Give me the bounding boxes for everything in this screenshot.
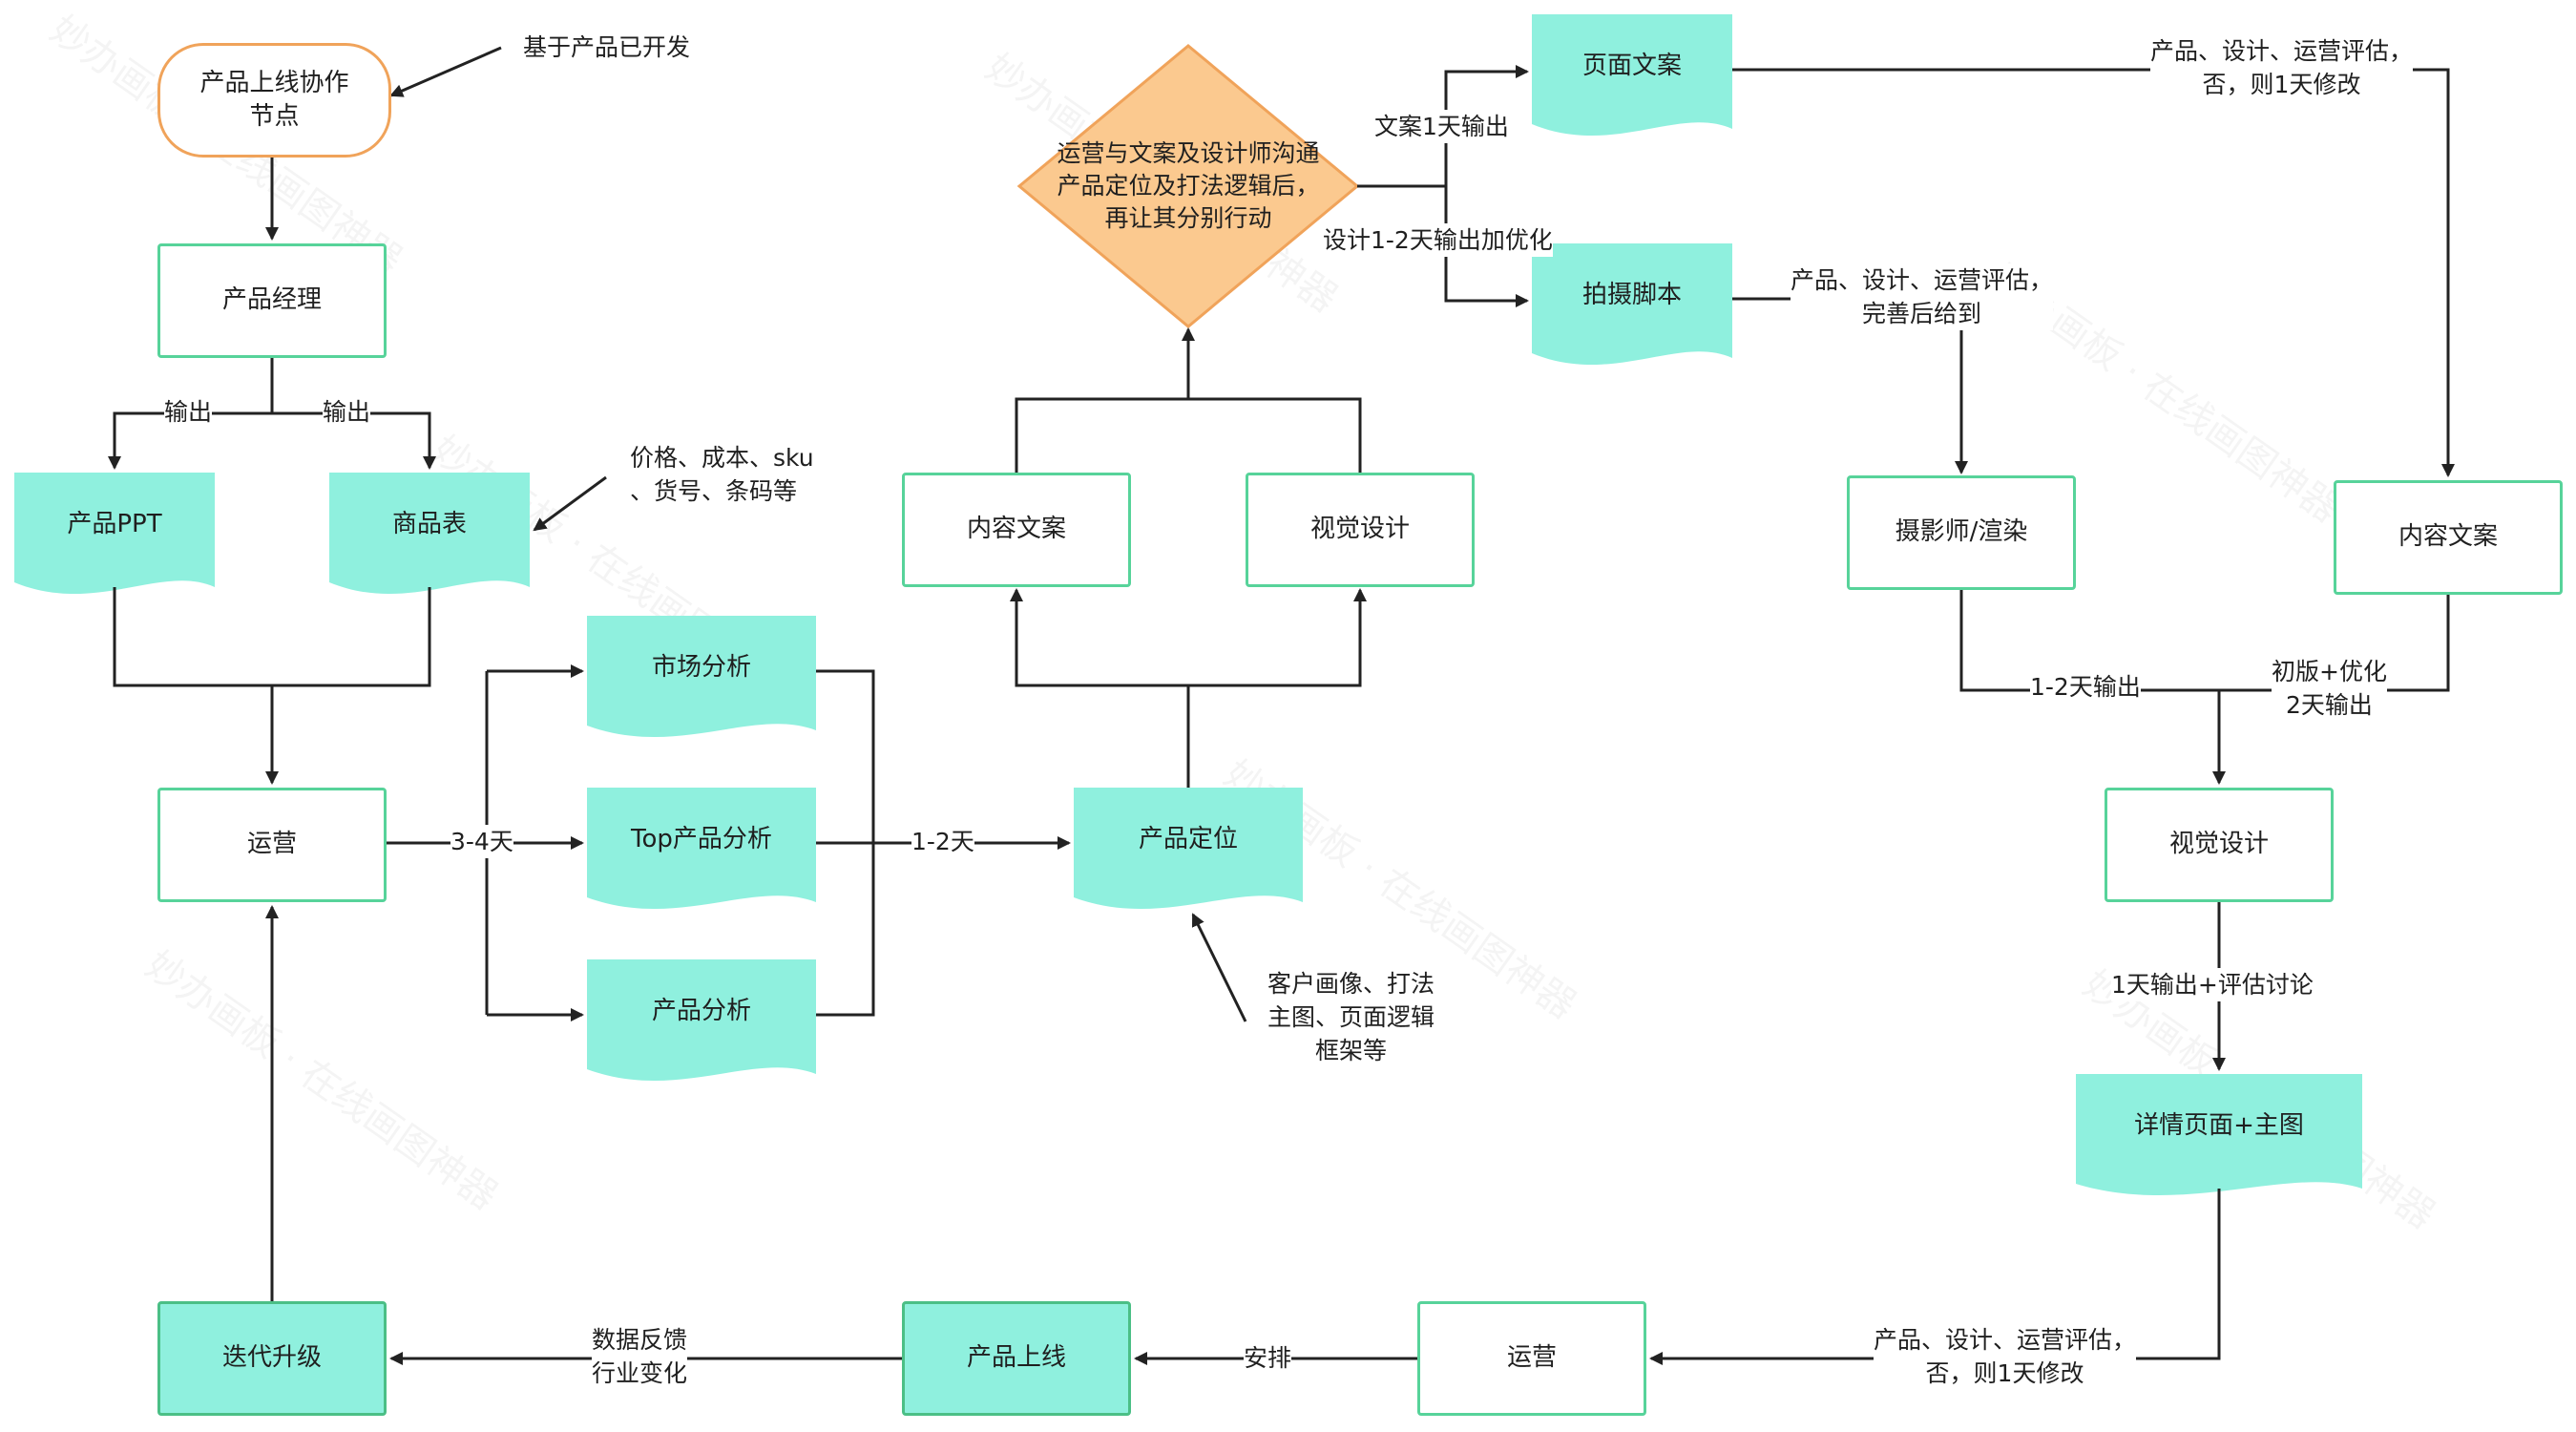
edge-label-output-left: 输出 [164, 395, 213, 429]
shooting-script-doc[interactable]: 拍摄脚本 [1581, 281, 1682, 310]
product-analysis-doc[interactable]: 产品分析 [651, 997, 751, 1026]
product-ppt-doc[interactable]: 产品PPT [67, 510, 162, 539]
doc-shape-top [587, 788, 816, 910]
edge-label-1-2-days: 1-2天 [911, 825, 974, 858]
doc-shape-ppt [14, 473, 215, 595]
top-product-analysis-doc[interactable]: Top产品分析 [631, 825, 772, 854]
note-customer-profile: 客户画像、打法 主图、页面逻辑 框架等 [1267, 970, 1435, 1064]
visual-design-node-1[interactable]: 视觉设计 [1246, 473, 1475, 587]
doc-shape-prod-analysis [587, 959, 816, 1082]
edge-label-one-day-eval: 1天输出+评估讨论 [2111, 968, 2314, 1001]
goods-table-doc[interactable]: 商品表 [391, 510, 467, 539]
operations-node-2[interactable]: 运营 [1417, 1301, 1646, 1416]
detail-page-doc[interactable]: 详情页面+主图 [2134, 1111, 2304, 1141]
doc-shape-detail [2076, 1074, 2362, 1196]
page-copy-doc[interactable]: 页面文案 [1581, 52, 1682, 81]
operations-node-1[interactable]: 运营 [157, 788, 387, 902]
note-based-on-developed: 基于产品已开发 [523, 33, 691, 61]
photographer-node[interactable]: 摄影师/渲染 [1847, 475, 2076, 590]
doc-shape-script [1532, 243, 1732, 366]
edge-label-eval-script: 产品、设计、运营评估， 完善后给到 [1791, 263, 2054, 330]
content-copy-node-2[interactable]: 内容文案 [2334, 480, 2563, 595]
note-price-cost-sku: 价格、成本、sku 、货号、条码等 [630, 444, 814, 505]
edge-label-copy-1-day: 文案1天输出 [1374, 110, 1509, 143]
doc-shape-market [587, 616, 816, 738]
decision-text[interactable]: 运营与文案及设计师沟通 产品定位及打法逻辑后， 再让其分别行动 [1057, 139, 1320, 232]
product-positioning-doc[interactable]: 产品定位 [1138, 825, 1238, 854]
edge-label-feedback: 数据反馈 行业变化 [592, 1323, 688, 1390]
doc-shape-positioning [1074, 788, 1303, 910]
edge-label-eval-bottom: 产品、设计、运营评估， 否，则1天修改 [1874, 1323, 2137, 1390]
edge-label-output-right: 输出 [323, 395, 371, 429]
market-analysis-doc[interactable]: 市场分析 [651, 653, 751, 683]
edge-label-arrange: 安排 [1244, 1341, 1292, 1375]
edge-label-eval-top: 产品、设计、运营评估， 否，则1天修改 [2150, 34, 2414, 101]
edge-label-design-1-2-days: 设计1-2天输出加优化 [1323, 223, 1553, 257]
edge-label-photo-1-2-days: 1-2天输出 [2030, 670, 2141, 704]
visual-design-node-2[interactable]: 视觉设计 [2105, 788, 2334, 902]
doc-shape-goods [329, 473, 530, 595]
edge-label-3-4-days: 3-4天 [450, 825, 513, 858]
product-manager-node[interactable]: 产品经理 [157, 243, 387, 358]
product-launch-node[interactable]: 产品上线 [902, 1301, 1131, 1416]
edge-label-draft-optimize: 初版+优化 2天输出 [2272, 655, 2387, 722]
start-node[interactable]: 产品上线协作 节点 [157, 43, 391, 158]
doc-shape-page-copy [1532, 14, 1732, 137]
iterate-upgrade-node[interactable]: 迭代升级 [157, 1301, 387, 1416]
decision-diamond [1016, 44, 1360, 328]
content-copy-node-1[interactable]: 内容文案 [902, 473, 1131, 587]
